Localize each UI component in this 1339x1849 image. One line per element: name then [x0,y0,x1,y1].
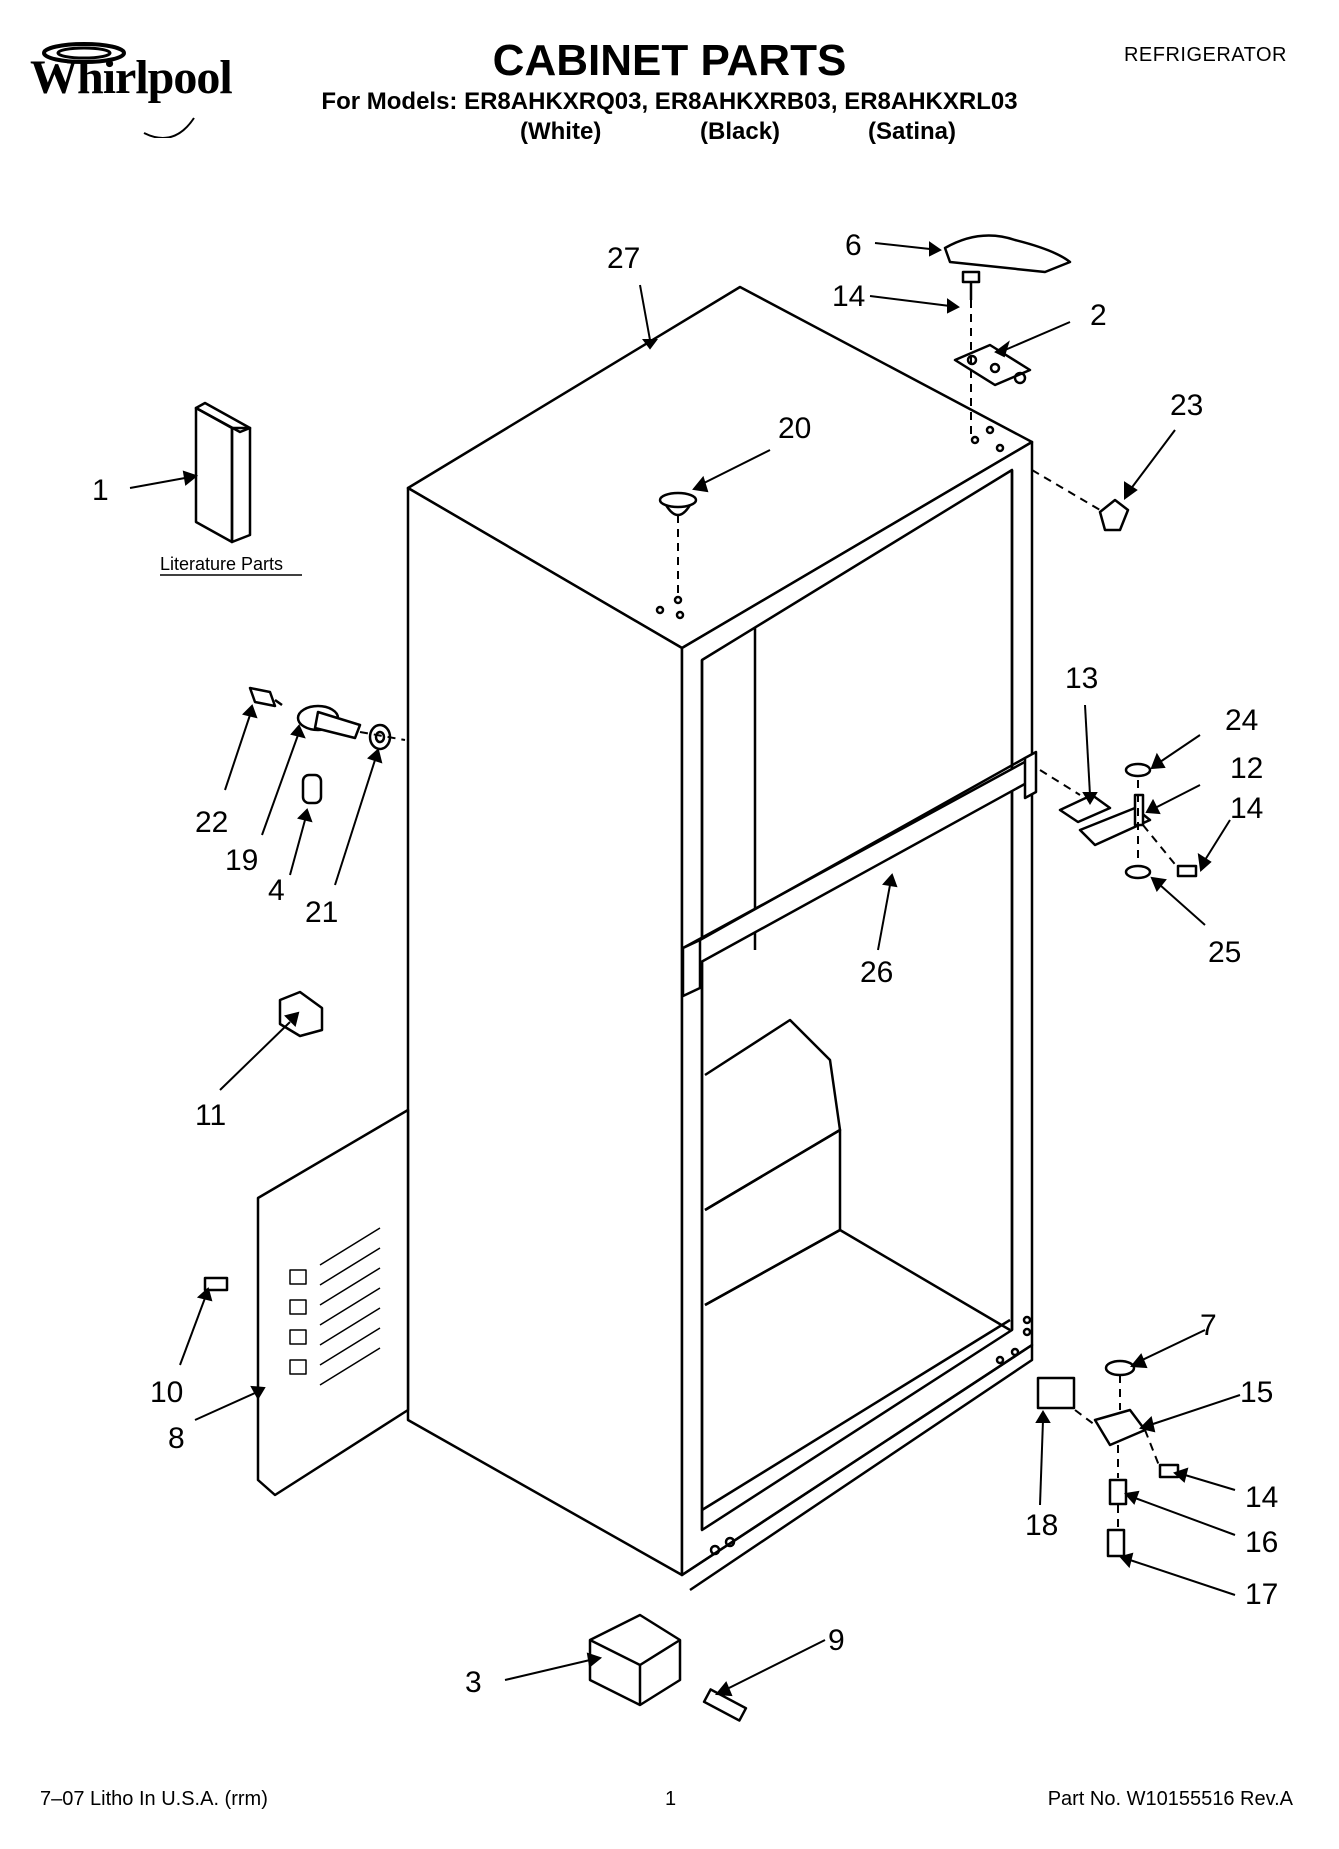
callout-18: 18 [1025,1509,1058,1542]
panel-screw [203,1276,229,1292]
leveling-screw [702,1688,748,1722]
hinge-pin-assembly [248,686,392,805]
hinge-cover [943,234,1072,274]
callout-16: 16 [1245,1526,1278,1559]
bottom-hinge [1036,1359,1180,1558]
callout-4: 4 [268,874,285,907]
variant-white: (White) [520,118,602,145]
callout-20: 20 [778,412,811,445]
roller-assembly [588,1613,682,1707]
callout-1: 1 [92,474,109,507]
appliance-category: REFRIGERATOR [1123,44,1287,66]
callout-14: 14 [832,280,865,313]
top-hinge [953,343,1032,387]
variant-satina: (Satina) [868,118,957,145]
callout-9: 9 [828,1624,845,1657]
callout-14c: 14 [1245,1481,1278,1514]
rear-access-panel [256,1108,410,1497]
callout-23: 23 [1170,389,1203,422]
callout-7: 7 [1200,1309,1217,1342]
divider-rail [681,750,1038,998]
literature-book [194,401,252,544]
callout-labels: 27 6 14 2 20 23 1 13 24 12 14 22 19 4 21… [92,229,1278,1699]
cabinet-shell [406,285,1034,1592]
callout-12: 12 [1230,752,1263,785]
callout-6: 6 [845,229,862,262]
callout-22: 22 [195,806,228,839]
callout-27: 27 [607,242,640,275]
page-title: CABINET PARTS [492,36,847,85]
callout-26: 26 [860,956,893,989]
leader-arrows [129,241,1241,1697]
callout-2: 2 [1090,299,1107,332]
screw-top [961,270,981,300]
footer-part-number: Part No. W10155516 Rev.A [1047,1788,1293,1810]
callout-19: 19 [225,844,258,877]
brand-logo-text: Whirlpool [30,51,233,104]
callout-10: 10 [150,1376,183,1409]
callout-15: 15 [1240,1376,1273,1409]
callout-25: 25 [1208,936,1241,969]
door-stop [1098,498,1130,532]
logo-swirl-icon [42,42,195,138]
page-number: 1 [665,1788,677,1810]
callout-8: 8 [168,1422,185,1455]
callout-11: 11 [195,1099,226,1132]
literature-parts-label: Literature Parts [160,554,283,574]
center-hinge [1058,762,1198,880]
callout-21: 21 [305,896,338,929]
callout-14b: 14 [1230,792,1263,825]
models-line: For Models: ER8AHKXRQ03, ER8AHKXRB03, ER… [321,88,1018,115]
whirlpool-logo: Whirlpool [30,42,233,138]
callout-3: 3 [465,1666,482,1699]
variant-black: (Black) [700,118,781,145]
clip [278,990,324,1038]
callout-17: 17 [1245,1578,1278,1611]
callout-24: 24 [1225,704,1258,737]
footer-litho: 7–07 Litho In U.S.A. (rrm) [40,1788,268,1810]
hole-plug [658,491,698,517]
callout-13: 13 [1065,662,1098,695]
